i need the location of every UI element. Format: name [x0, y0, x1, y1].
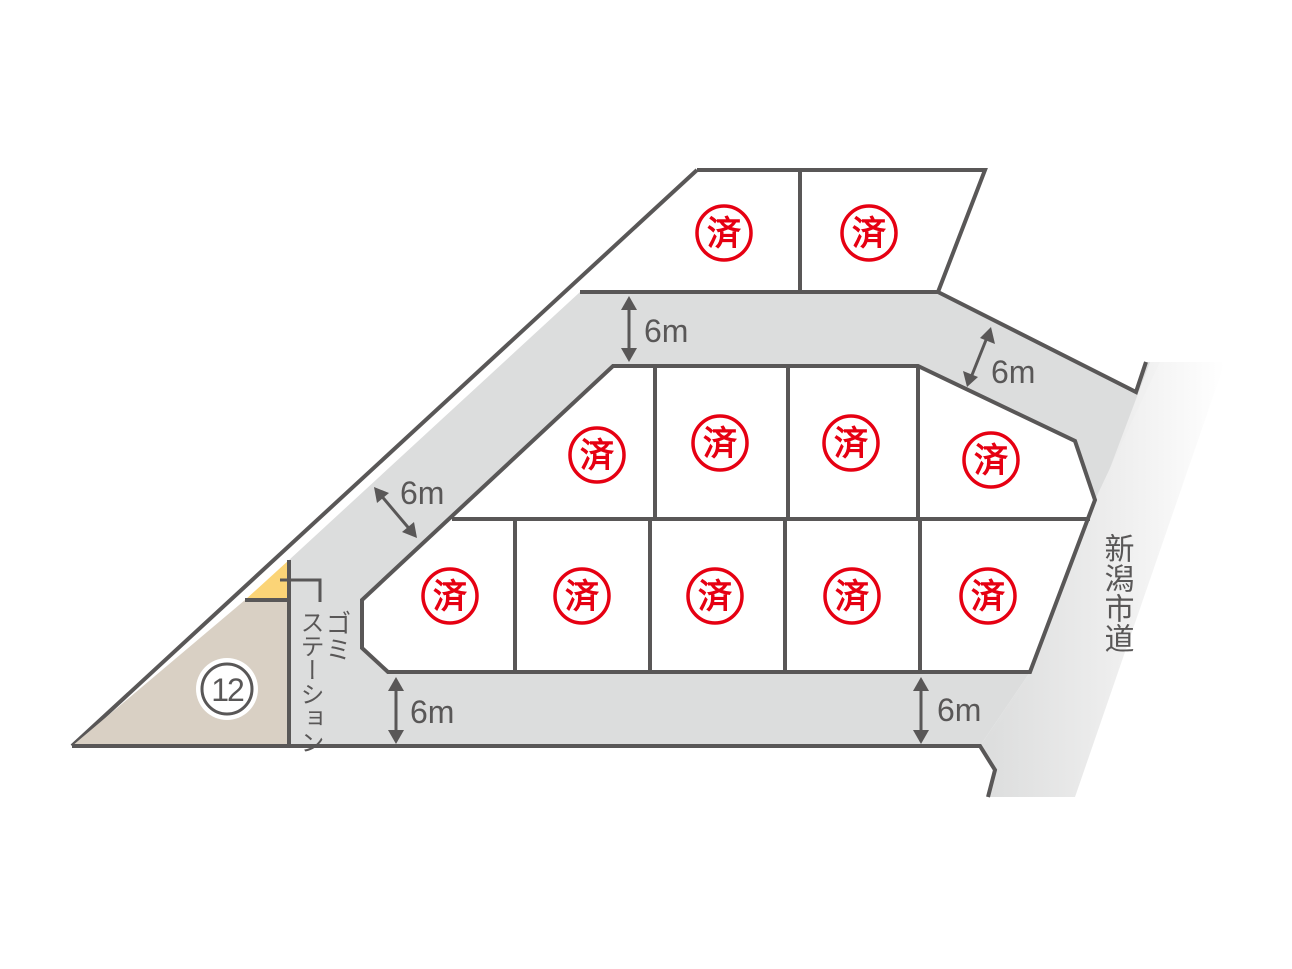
sold-stamp-text: 済 — [580, 436, 615, 476]
lot-12-number-badge[interactable]: 12 — [196, 658, 258, 720]
sold-stamp-text: 済 — [703, 424, 738, 464]
garbage-station-label: ステーション — [296, 610, 324, 754]
stamp-circle — [959, 567, 1017, 625]
sold-stamp-text: 済 — [565, 577, 600, 617]
sold-stamp: 済 — [421, 567, 479, 625]
city-road-label: 新潟市道 — [1099, 533, 1134, 653]
internal-road — [289, 292, 1160, 746]
sold-stamp-text: 済 — [433, 577, 468, 617]
stamp-circle — [822, 414, 880, 472]
stamp-circle — [421, 567, 479, 625]
stamp-circle — [686, 567, 744, 625]
sold-stamp: 済 — [568, 426, 626, 484]
road-width-label: 6m — [991, 354, 1035, 390]
stamp-circle — [553, 567, 611, 625]
garbage-station-area — [245, 560, 289, 600]
top-block — [580, 170, 985, 292]
sold-stamp-text: 済 — [834, 424, 869, 464]
sold-stamp: 済 — [823, 567, 881, 625]
road-width-arrows — [374, 296, 995, 744]
road-width-label: 6m — [400, 475, 444, 511]
sold-stamp: 済 — [962, 431, 1020, 489]
stamp-circle — [823, 567, 881, 625]
sold-stamp-text: 済 — [974, 441, 1009, 481]
sold-stamp: 済 — [691, 414, 749, 472]
garbage-station-label: ゴミ — [321, 610, 351, 662]
road-width-label: 6m — [644, 313, 688, 349]
sold-stamp-text: 済 — [707, 214, 742, 254]
sold-stamp: 済 — [695, 204, 753, 262]
road-width-label: 6m — [937, 692, 981, 728]
sold-stamp-text: 済 — [835, 577, 870, 617]
sold-stamp: 済 — [840, 204, 898, 262]
site-boundary — [70, 168, 699, 748]
city-road-edge — [985, 362, 1225, 797]
lot-number: 12 — [211, 672, 244, 708]
sold-stamp-text: 済 — [971, 577, 1006, 617]
sold-stamp-text: 済 — [852, 214, 887, 254]
stamp-circle — [962, 431, 1020, 489]
sold-stamp: 済 — [822, 414, 880, 472]
stamp-circle — [840, 204, 898, 262]
lot-12[interactable] — [72, 600, 289, 746]
sold-stamps: 済済済済済済済済済済済 — [421, 204, 1020, 625]
stamp-circle — [568, 426, 626, 484]
sold-stamp: 済 — [553, 567, 611, 625]
sold-stamp-text: 済 — [698, 577, 733, 617]
sold-stamp: 済 — [686, 567, 744, 625]
road-width-label: 6m — [410, 694, 454, 730]
sold-stamp: 済 — [959, 567, 1017, 625]
stamp-circle — [691, 414, 749, 472]
stamp-circle — [695, 204, 753, 262]
